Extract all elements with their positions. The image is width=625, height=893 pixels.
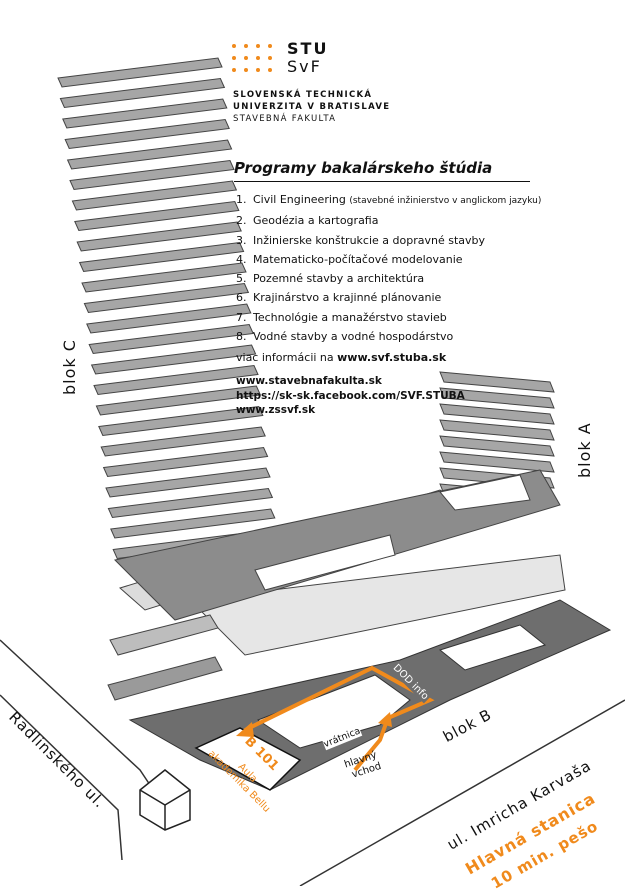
floor-plate: [102, 446, 269, 478]
blok-a-floors: [439, 371, 555, 505]
floor-plate: [439, 371, 555, 393]
logo-dot: [244, 44, 248, 48]
logo-dot: [268, 44, 272, 48]
web-links: www.stavebnafakulta.sk https://sk-sk.fac…: [236, 374, 465, 418]
program-item: 4.Matematicko-počítačové modelovanie: [236, 252, 463, 266]
logo-dot: [244, 56, 248, 60]
floor-plate: [83, 282, 250, 314]
logo-dot: [244, 68, 248, 72]
floor-plate: [86, 303, 252, 334]
floor-plate: [71, 180, 238, 211]
floor-plate: [98, 405, 264, 437]
floor-plate: [110, 508, 276, 539]
stu-logo-dots-icon: [232, 44, 276, 76]
floor-plate: [439, 419, 555, 441]
link-zssvf[interactable]: www.zssvf.sk: [236, 404, 316, 416]
aula-box: [194, 727, 302, 791]
site-link[interactable]: www.svf.stuba.sk: [337, 351, 447, 364]
logo-dot: [256, 44, 260, 48]
main-wing-floor: [113, 469, 561, 621]
link-facebook[interactable]: https://sk-sk.facebook.com/SVF.STUBA: [236, 389, 465, 402]
courtyard-2: [439, 474, 531, 511]
floor-plate: [66, 139, 233, 170]
programs-list: 1.Civil Engineering (stavebné inžinierst…: [236, 190, 541, 346]
logo-faculty-abbr: SvF: [287, 57, 322, 76]
program-item: 6.Krajinárstvo a krajinné plánovanie: [236, 291, 442, 305]
logo-dot: [232, 68, 236, 72]
floor-plate: [107, 487, 274, 519]
more-info: viac informácii na www.svf.stuba.sk: [236, 351, 447, 364]
floor-plate: [105, 467, 271, 498]
logo-dot: [256, 68, 260, 72]
floor-plate: [81, 262, 247, 293]
program-item: 3.Inžinierske konštrukcie a dopravné sta…: [236, 233, 486, 247]
program-item: 7.Technológie a manažérstvo stavieb: [236, 310, 447, 324]
courtyard-1: [254, 534, 396, 591]
floor-plate: [74, 200, 240, 232]
floor-plate: [62, 98, 228, 129]
program-item: 2.Geodézia a kartografia: [236, 214, 379, 228]
logo-dot: [268, 56, 272, 60]
house-icon: [139, 769, 191, 831]
route-path: [244, 665, 435, 772]
blok-a-label: blok A: [575, 422, 594, 478]
long-ground-floor: [188, 554, 566, 656]
floor-plate: [59, 77, 226, 109]
university-name: SLOVENSKÁ TECHNICKÁ UNIVERZITA V BRATISL…: [233, 89, 390, 125]
floor-plate: [439, 435, 555, 457]
university-line-1: SLOVENSKÁ TECHNICKÁ: [233, 90, 373, 100]
floor-plate: [88, 323, 254, 355]
program-item: 5.Pozemné stavby a architektúra: [236, 272, 425, 286]
link-stavebnafakulta[interactable]: www.stavebnafakulta.sk: [236, 375, 382, 387]
floor-plate: [95, 385, 262, 416]
faculty-line: STAVEBNÁ FAKULTA: [233, 114, 337, 124]
entrance-arrow-icon: [378, 712, 392, 727]
program-item: 8.Vodné stavby a vodné hospodárstvo: [236, 330, 454, 344]
logo-dot: [232, 44, 236, 48]
side-plate-1: [107, 656, 223, 701]
blok-b-courtyard: [256, 674, 411, 749]
floor-plate: [439, 403, 555, 425]
logo-dot: [256, 56, 260, 60]
floor-plate: [100, 426, 266, 457]
floor-plate: [439, 451, 555, 473]
programs-title: Programy bakalárskeho štúdia: [234, 159, 493, 177]
floor-plate: [76, 221, 242, 252]
programs-divider: [234, 181, 530, 182]
university-line-2: UNIVERZITA V BRATISLAVE: [233, 102, 391, 112]
blok-c-label: blok C: [60, 339, 79, 395]
floor-plate: [93, 364, 259, 396]
floor-plate: [439, 387, 555, 409]
floor-plate: [57, 57, 223, 88]
logo-dot: [268, 68, 272, 72]
route-arrow-icon: [236, 722, 254, 737]
floor-plate: [64, 118, 230, 150]
floor-plate: [90, 344, 257, 375]
logo-dot: [232, 56, 236, 60]
side-plate-2: [109, 614, 219, 656]
logo-name: STU: [287, 39, 329, 58]
program-item: 1.Civil Engineering (stavebné inžinierst…: [236, 193, 542, 206]
floor-plate: [78, 241, 245, 273]
blok-b-courtyard-2: [438, 624, 547, 671]
floor-plate: [69, 159, 235, 191]
blok-c-floors: [57, 57, 278, 560]
